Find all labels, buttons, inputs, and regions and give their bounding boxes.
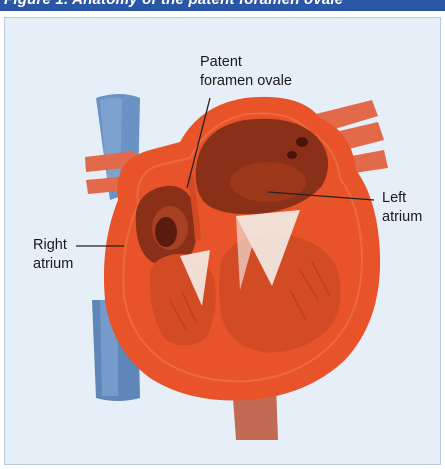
label-pfo-line2: foramen ovale	[200, 72, 292, 91]
label-right-atrium: Right atrium	[33, 236, 73, 274]
label-pfo-line1: Patent	[200, 53, 292, 72]
label-left-atrium-line2: atrium	[382, 208, 422, 227]
label-patent-foramen-ovale: Patent foramen ovale	[200, 53, 292, 91]
label-right-atrium-line2: atrium	[33, 255, 73, 274]
label-right-atrium-line1: Right	[33, 236, 73, 255]
label-left-atrium-line1: Left	[382, 189, 422, 208]
label-left-atrium: Left atrium	[382, 189, 422, 227]
